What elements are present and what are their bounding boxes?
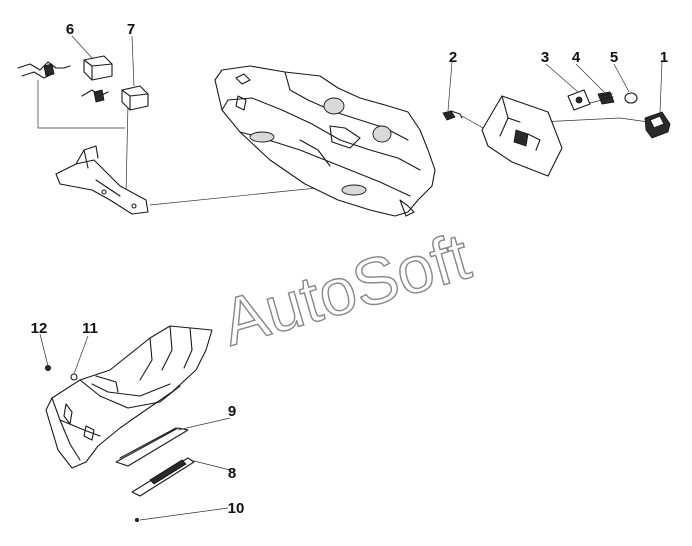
part-4-plug (597, 91, 615, 105)
part-9-tray-lid (115, 427, 189, 467)
part-2-connector (442, 110, 463, 121)
autosoft-watermark: AutoSoft (214, 219, 478, 360)
callout-11: 11 (82, 320, 98, 337)
part-8-tray (131, 457, 195, 497)
part-1-switch (644, 111, 671, 139)
callout-7: 7 (127, 21, 135, 38)
fasteners (45, 364, 139, 523)
left-support-bracket (55, 145, 149, 215)
callout-12: 12 (31, 320, 48, 337)
relay-harness-group (17, 55, 149, 111)
callout-9: 9 (228, 403, 236, 420)
callout-numbers: 1 2 3 4 5 6 7 8 9 10 11 12 (31, 21, 669, 517)
switch-bracket (481, 95, 563, 177)
callout-6: 6 (66, 21, 74, 38)
callout-leaders (39, 35, 663, 521)
callout-10: 10 (228, 500, 245, 517)
callout-1: 1 (660, 49, 668, 66)
callout-5: 5 (610, 49, 618, 66)
part-3-plate (567, 89, 591, 111)
callout-4: 4 (572, 49, 581, 66)
callout-3: 3 (541, 49, 549, 66)
lower-console (45, 325, 213, 469)
part-5-cap (624, 92, 638, 104)
callout-8: 8 (228, 465, 236, 482)
dashboard-panel (214, 65, 436, 217)
callout-2: 2 (449, 49, 457, 66)
